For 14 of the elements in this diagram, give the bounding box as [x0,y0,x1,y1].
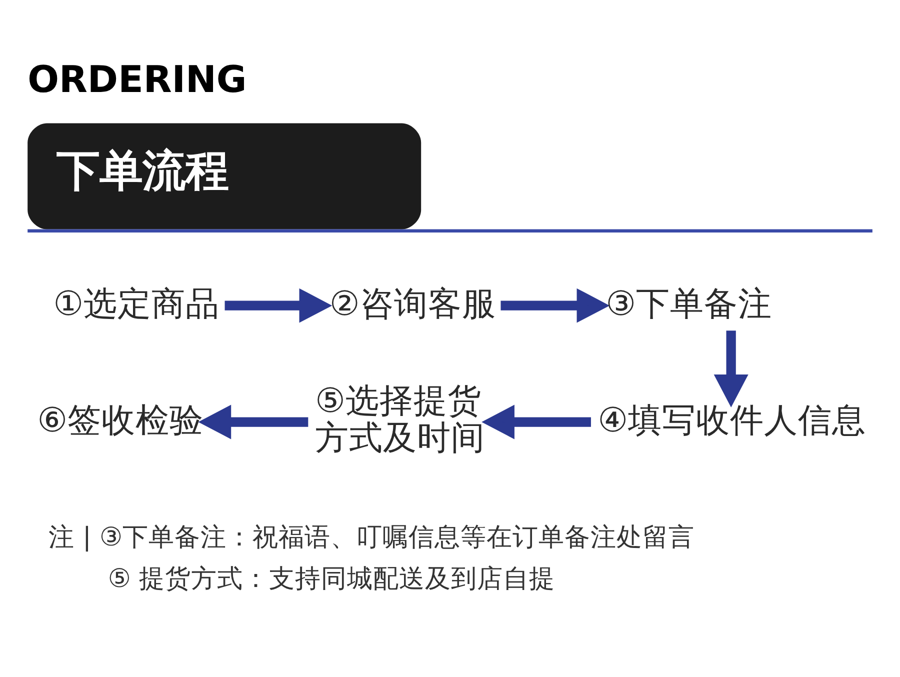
arrow [224,288,332,323]
node-text: ②咨询客服 [330,284,496,323]
node-text: ⑤选择提货方式及时间 [315,381,486,458]
arrow [482,404,591,440]
node-text: ③下单备注 [606,284,772,323]
label: 注 | ③下单备注：祝福语、叮嘱信息等在订单备注处留言 [48,522,694,552]
arrow [500,288,610,323]
arrow [198,404,308,440]
arrow [714,330,748,408]
diagram-title: ORDERING [28,58,247,101]
node-text: ①选定商品 [53,284,220,323]
label: ⑤ 提货方式：支持同城配送及到店自提 [108,564,556,594]
node-text: ⑥签收检验 [37,400,204,440]
node-text: ④填写收件人信息 [598,400,866,440]
